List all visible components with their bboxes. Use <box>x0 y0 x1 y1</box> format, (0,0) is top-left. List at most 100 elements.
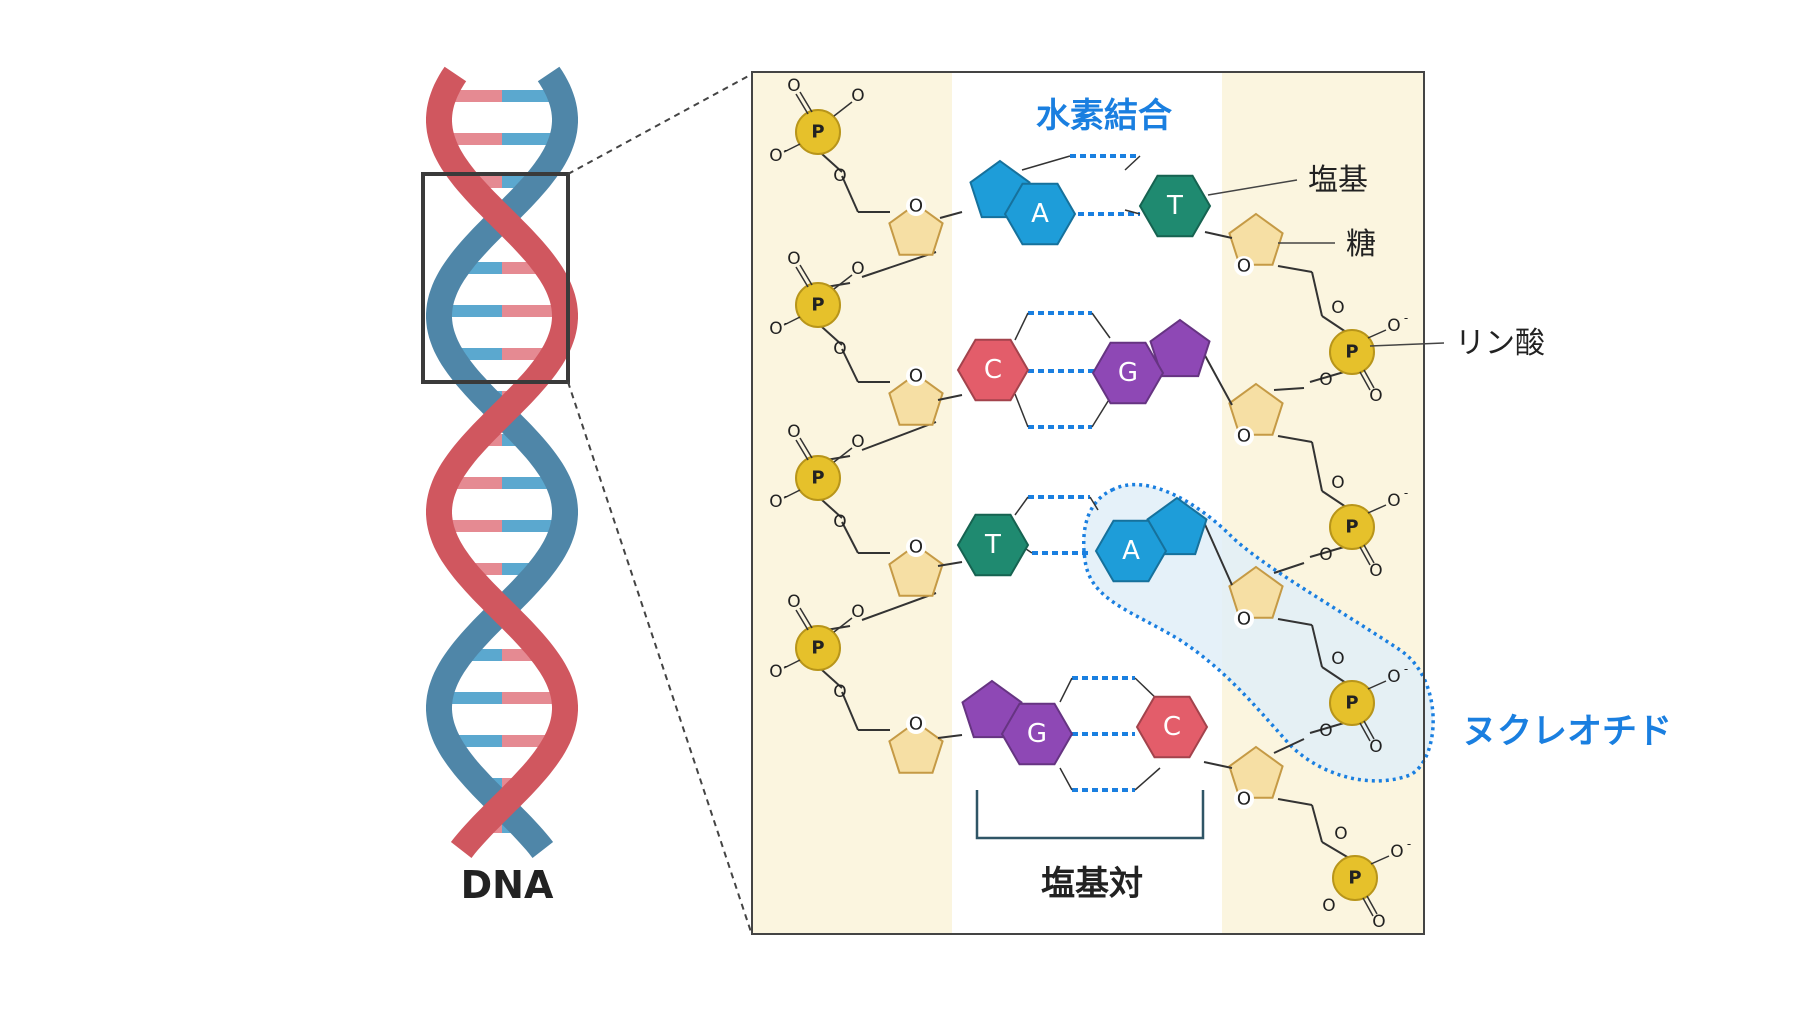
phosphate-double-bond <box>795 93 809 115</box>
phosphate-oxygen: O <box>1322 896 1335 916</box>
base-adenine-letter: A <box>1031 199 1049 229</box>
helix-strand-back <box>426 66 578 858</box>
backbone-bond <box>1311 804 1323 843</box>
sugar-oxygen-atom: O <box>1237 426 1251 447</box>
sugar-pentagon <box>888 543 944 597</box>
phosphate-double-bond <box>1359 722 1371 742</box>
sugar-oxygen-atom: O <box>909 537 923 558</box>
base-guanine-pentagon <box>1149 318 1211 378</box>
base-guanine-hexagon <box>1091 341 1165 405</box>
phosphorus-atom: P <box>1345 342 1358 363</box>
phosphate-oxygen: O <box>833 339 846 359</box>
phosphate-group <box>1332 855 1378 901</box>
phosphorus-atom: P <box>1348 868 1361 889</box>
phosphate-oxygen: O <box>1334 824 1347 844</box>
sugar-pentagon <box>888 202 944 256</box>
base-outline-edge <box>1124 209 1141 215</box>
sugar-ring-oxygen <box>906 714 926 734</box>
sugar-ring-oxygen <box>1234 426 1254 446</box>
phosphate-group <box>795 109 841 155</box>
base-thymine-hexagon <box>956 513 1030 577</box>
phosphate-double-bond <box>1366 895 1378 915</box>
dna-double-helix <box>426 66 578 858</box>
phosphate-double-bond <box>1363 544 1375 564</box>
sugar-ring-oxygen <box>906 196 926 216</box>
glycosidic-bond <box>1203 761 1233 769</box>
phosphorus-atom: P <box>811 638 824 659</box>
base-outline-edge <box>1091 397 1111 428</box>
sugar-oxygen-atom: O <box>909 196 923 217</box>
helix-strand-front <box>426 66 578 858</box>
base-outline-edge <box>1089 496 1099 511</box>
phosphate-bond <box>1370 855 1390 865</box>
sugar-ring-oxygen <box>1234 256 1254 276</box>
backbone-bond <box>1321 666 1347 684</box>
backbone-bond <box>1309 371 1345 383</box>
phosphate-double-bond <box>799 607 813 629</box>
sugar-oxygen-atom: O <box>1237 256 1251 277</box>
backbone-bond <box>1321 841 1350 859</box>
phosphate-oxygen: O <box>833 512 846 532</box>
phosphate-oxygen-ion: O <box>769 662 782 682</box>
base-adenine-hexagon <box>1003 182 1077 246</box>
base-cytosine-hexagon <box>956 338 1030 402</box>
sugar-label: 糖 <box>1346 227 1376 262</box>
backbone-bond <box>1321 490 1347 508</box>
base-outline-edge <box>1021 155 1071 171</box>
base-leader-line <box>1207 179 1298 196</box>
charge-minus: - <box>784 143 788 157</box>
phosphate-double-bond <box>1362 897 1374 917</box>
sugar-ring-oxygen <box>906 537 926 557</box>
sugar-pentagon <box>1228 382 1284 436</box>
backbone-bond <box>1311 441 1323 492</box>
phosphorus-atom: P <box>1345 517 1358 538</box>
base-pair-bracket <box>975 790 1205 840</box>
phosphate-oxygen: O <box>851 86 864 106</box>
charge-minus: - <box>1407 837 1411 851</box>
phosphate-oxygen-ion: O <box>1390 842 1403 862</box>
phosphate-bond <box>1367 329 1387 339</box>
phosphate-oxygen: O <box>1369 386 1382 406</box>
glycosidic-bond <box>939 211 963 219</box>
backbone-bond <box>1277 265 1313 273</box>
phosphate-double-bond <box>1363 720 1375 740</box>
backbone-bond <box>1277 435 1313 443</box>
backbone-bond <box>841 521 859 554</box>
phosphate-oxygen-ion: O <box>1387 667 1400 687</box>
phosphate-bond <box>783 659 801 669</box>
phosphate-oxygen: O <box>1372 912 1385 932</box>
charge-minus: - <box>1404 311 1408 325</box>
sugar-pentagon <box>888 372 944 426</box>
phosphate-bond <box>783 143 801 153</box>
phosphate-oxygen-ion: O <box>769 319 782 339</box>
backbone-bond <box>841 348 859 383</box>
phosphate-double-bond <box>795 609 809 631</box>
zoom-line-bottom <box>567 381 753 936</box>
sugar-oxygen-atom: O <box>909 714 923 735</box>
phosphate-oxygen: O <box>851 259 864 279</box>
phosphate-oxygen: O <box>1319 370 1332 390</box>
backbone-bond <box>1273 738 1305 754</box>
base-adenine-hexagon <box>1094 519 1168 583</box>
phosphate-oxygen: O <box>851 602 864 622</box>
glycosidic-bond <box>1204 231 1233 239</box>
phosphate-group <box>1329 329 1375 375</box>
phosphate-oxygen: O <box>787 422 800 442</box>
phosphate-double-bond <box>1359 371 1371 391</box>
phosphate-bond <box>1367 504 1387 514</box>
phosphate-oxygen-ion: O <box>769 492 782 512</box>
glycosidic-bond <box>1201 349 1233 406</box>
phosphate-bond <box>833 447 853 463</box>
backbone-bond <box>1309 546 1345 558</box>
phosphate-group <box>795 625 841 671</box>
glycosidic-bond <box>937 734 963 739</box>
helix-zoom-box <box>421 172 570 384</box>
phosphate-oxygen-ion: O <box>769 146 782 166</box>
base-outline-edge <box>1014 393 1029 428</box>
base-cytosine-letter: C <box>984 355 1002 385</box>
phosphate-double-bond <box>1363 369 1375 389</box>
sugar-oxygen-atom: O <box>909 366 923 387</box>
phosphate-group <box>795 282 841 328</box>
